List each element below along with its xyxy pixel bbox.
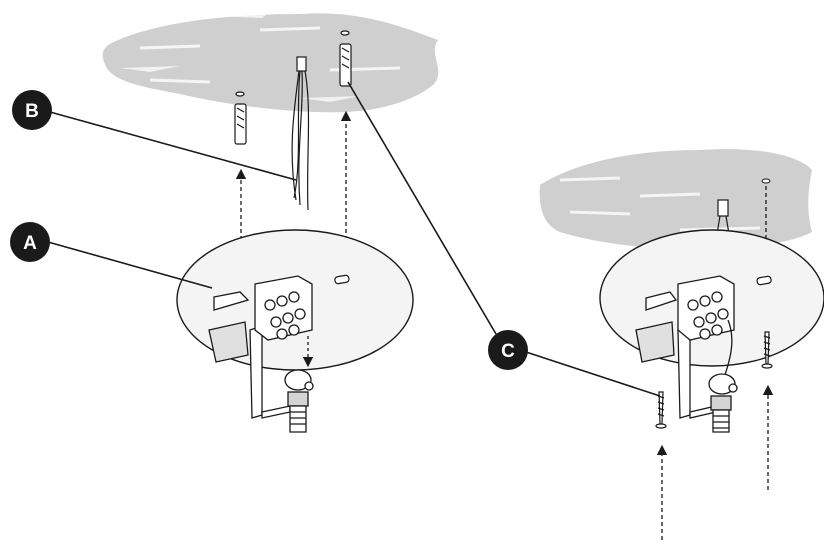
screw-icon: [761, 331, 773, 369]
terminal-block-left: [254, 275, 313, 341]
ceiling-left: [102, 12, 439, 113]
screw-icon: [655, 391, 667, 429]
threaded-nipple-left: [284, 369, 314, 433]
wall-anchor-left-2: [339, 30, 352, 87]
terminal-block-right: [677, 275, 735, 379]
up-arrow-icon: [235, 110, 352, 240]
threaded-nipple-right: [708, 373, 738, 433]
callout-c: C: [347, 81, 661, 397]
ceiling-right: [539, 149, 812, 249]
bracket-right: [635, 291, 717, 419]
callout-b-label: B: [25, 101, 39, 122]
wall-anchor-left-1: [234, 91, 247, 145]
bracket-left: [208, 291, 291, 419]
callout-a-label: A: [23, 233, 37, 254]
callout-b: B: [12, 90, 297, 181]
up-arrow-icon: [656, 384, 774, 540]
supply-wires-left: [291, 56, 310, 211]
callout-a: A: [10, 222, 213, 289]
callout-c-label: C: [501, 341, 515, 362]
